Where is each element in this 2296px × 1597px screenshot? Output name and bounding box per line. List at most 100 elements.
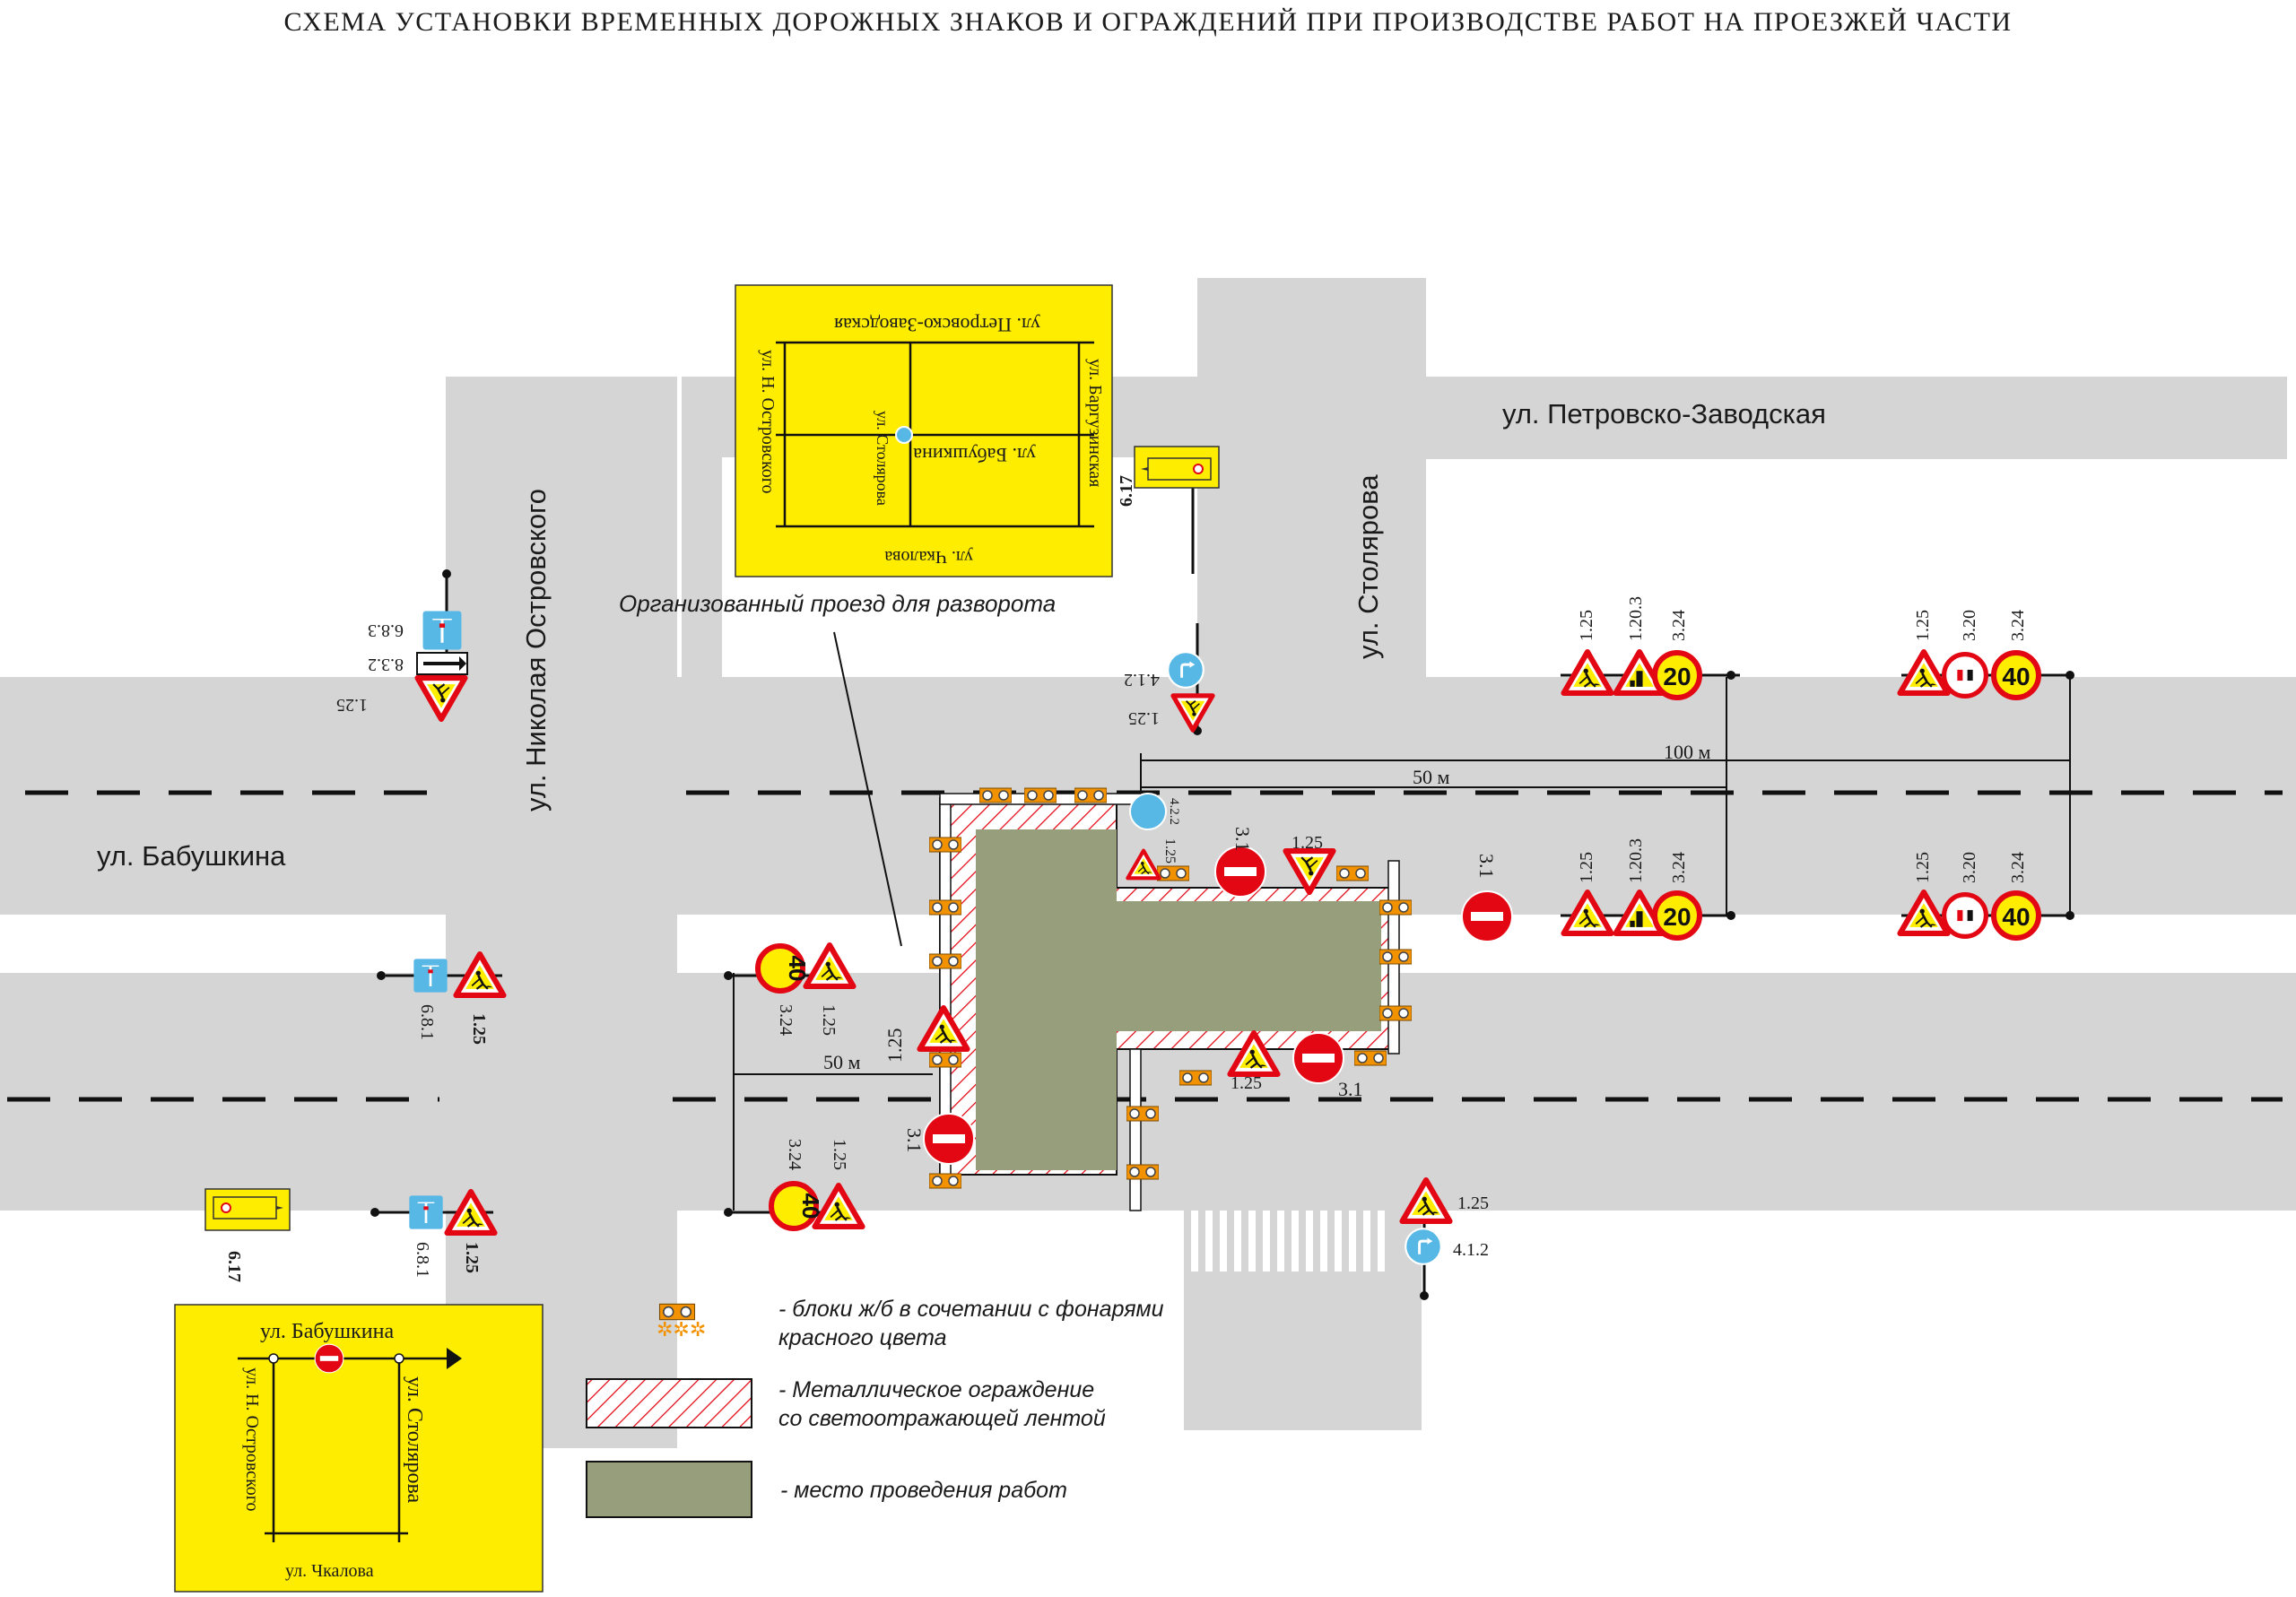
sign-code: 6.17 — [1117, 475, 1136, 507]
road-stolyarova-north — [1197, 278, 1426, 677]
speed-limit-sign — [769, 1181, 819, 1231]
map-label-stolyarova: ул. Столярова — [403, 1376, 426, 1504]
barrier-block — [929, 953, 961, 969]
sign-code: 1.25 — [1292, 833, 1323, 853]
lane-markings — [7, 790, 2283, 1102]
sign-group-east-south-100m: 40 1.25 3.20 3.24 — [1900, 852, 2041, 941]
speed-limit-value: 20 — [1663, 903, 1691, 931]
detour-map-top: ул. Петровско-Заводская ул. Баргузинская… — [735, 284, 1113, 577]
sign-code: 3.24 — [785, 1139, 804, 1170]
sign-code: 6.8.3 — [368, 621, 404, 640]
street-label-petrovsko: ул. Петровско-Заводская — [1502, 398, 1826, 430]
sign-code: 3.24 — [2008, 852, 2028, 883]
barrier-block — [1126, 1106, 1159, 1122]
sign-code: 3.1 — [1338, 1078, 1363, 1100]
information-sign-icon — [408, 1194, 444, 1230]
sign-code: 3.1 — [1475, 854, 1498, 879]
barrier-block — [1179, 1070, 1212, 1086]
dimension-label-50m-left: 50 м — [823, 1051, 861, 1073]
post-cap — [1726, 911, 1735, 920]
speed-limit-sign — [755, 943, 805, 994]
sign-code: 6.17 — [224, 1251, 244, 1282]
legend-fence-swatch — [586, 1378, 752, 1428]
road-works-sign-icon — [1900, 652, 1948, 693]
barrier-block — [1024, 787, 1057, 803]
road-yard-connector-inner — [682, 457, 722, 677]
barrier-block — [1074, 787, 1107, 803]
detour-marker — [895, 426, 913, 444]
speed-limit-sign — [1652, 890, 1702, 941]
legend-blocks-line2: красного цвета — [778, 1325, 947, 1350]
no-overtaking-trucks-sign-icon — [1944, 655, 1987, 697]
post-cap — [2066, 671, 2074, 680]
post-cap — [1420, 1291, 1429, 1300]
dimension-lines — [733, 677, 2071, 1211]
map-label-petrovsko: ул. Петровско-Заводская — [834, 314, 1040, 336]
barrier-block — [929, 1173, 961, 1189]
post-cap — [724, 971, 733, 980]
post-cap — [442, 569, 451, 578]
sign-group-west-north: 40 3.24 1.25 — [755, 943, 853, 1036]
sign-code: 4.2.2 — [1167, 798, 1181, 825]
map-label-barguzinskaya: ул. Баргузинская — [1085, 359, 1105, 487]
barrier-block — [929, 1052, 961, 1068]
map-label-ostrovskogo: ул. Н. Островского — [242, 1367, 262, 1511]
road-ostrovskogo-north — [446, 377, 709, 677]
pedestrian-crossing — [1184, 1211, 1390, 1272]
speed-limit-value: 40 — [2002, 663, 2030, 690]
post-cap — [377, 971, 386, 980]
legend-fence-line1: - Металлическое ограждение — [778, 1377, 1094, 1402]
map-junction — [394, 1353, 404, 1364]
sign-code: 3.24 — [776, 1004, 796, 1036]
sign-code: 1.20.3 — [1626, 838, 1646, 883]
turnaround-leader-line — [833, 631, 902, 947]
fence-segment-bottom — [1129, 1048, 1142, 1211]
sign-code: 3.20 — [1960, 852, 1979, 883]
sign-code: 1.25 — [883, 1029, 906, 1063]
map-label-babushkina: ул. Бабушкина — [913, 444, 1036, 466]
sign-code: 1.25 — [469, 1013, 489, 1045]
sign-group-west-south: 40 3.24 1.25 — [769, 1139, 862, 1231]
turn-direction-sign-icon — [1166, 650, 1205, 690]
sign-code: 8.3.2 — [368, 655, 404, 674]
speed-limit-sign — [1991, 650, 2041, 700]
barrier-block — [979, 787, 1012, 803]
sign-group-ostrovskogo-south-2: 6.8.1 1.25 — [408, 1192, 494, 1278]
sign-post-caps — [370, 569, 2074, 1300]
sign-code: 3.24 — [1669, 852, 1689, 883]
detour-scheme-sign-icon — [204, 1188, 291, 1231]
map-label-babushkina: ул. Бабушкина — [260, 1320, 394, 1343]
post-cap — [1726, 671, 1735, 680]
sign-code: 3.1 — [1231, 827, 1254, 852]
no-entry-sign-icon — [314, 1343, 344, 1374]
no-entry-sign-icon — [923, 1113, 975, 1165]
sign-code: 1.25 — [1128, 708, 1160, 728]
legend-work-area: - место проведения работ — [780, 1478, 1067, 1503]
barrier-block — [929, 837, 961, 853]
sign-group-east-north-100m: 40 1.25 3.20 3.24 — [1900, 610, 2041, 700]
sign-code: 3.24 — [1669, 610, 1689, 641]
no-entry-sign-icon — [1292, 1032, 1344, 1084]
speed-limit-sign — [1991, 890, 2041, 941]
street-label-babushkina: ул. Бабушкина — [97, 840, 286, 872]
road-petrovsko-zavodskaya — [1426, 377, 2287, 459]
sign-code: 1.25 — [1231, 1073, 1262, 1093]
barrier-block — [1157, 865, 1189, 881]
legend-barrier-sparks: ✲✲✲ — [657, 1318, 706, 1341]
sign-group-ostrovskogo-north: 1.25 8.3.2 6.8.3 — [336, 610, 468, 719]
barrier-block — [1126, 1164, 1159, 1180]
turnaround-annotation: Организованный проезд для разворота — [619, 590, 1056, 617]
map-label-chkalova: ул. Чкалова — [285, 1561, 374, 1581]
street-label-stolyarova: ул. Столярова — [1352, 474, 1384, 659]
barrier-block — [1379, 899, 1412, 916]
detour-map-bottom: ул. Бабушкина ул. Н. Островского ул. Сто… — [174, 1304, 544, 1593]
sign-code: 1.25 — [336, 695, 368, 715]
map-direction-arrow — [447, 1348, 462, 1369]
detour-scheme-sign-icon — [1134, 446, 1220, 489]
map-label-stolyarova: ул. Столярова — [874, 411, 891, 506]
detour-map-top-panel — [735, 284, 1113, 577]
post-cap — [724, 1208, 733, 1217]
work-area — [976, 829, 1381, 1170]
legend-work-area-swatch — [586, 1461, 752, 1518]
